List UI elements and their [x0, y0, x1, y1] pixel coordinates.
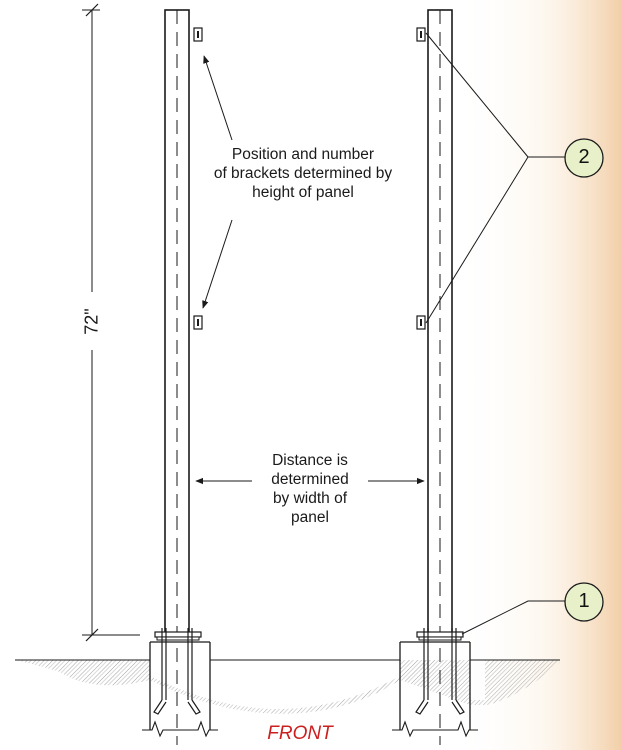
distance-note: Distance is determined by width of panel — [250, 451, 370, 527]
height-dimension-label: 72" — [81, 308, 102, 335]
callout-2-circle — [564, 138, 604, 178]
brackets-note-line-2: of brackets determined by — [213, 165, 393, 182]
callout-1-leader — [461, 600, 565, 635]
distance-note-line-4: panel — [291, 509, 329, 526]
background-tint — [455, 0, 621, 750]
brackets-note: Position and number of brackets determin… — [208, 145, 398, 202]
callout-2-leader-top — [425, 32, 529, 158]
bracket-arrow-bottom — [202, 219, 233, 309]
callout-1-circle — [564, 582, 604, 622]
bracket-arrow-top — [203, 55, 233, 141]
brackets-note-line-1: Position and number — [231, 146, 375, 163]
distance-note-line-1: Distance is — [272, 452, 348, 469]
callout-2-leader-bottom — [425, 156, 529, 324]
distance-note-line-3: by width of — [272, 490, 348, 507]
callout-1-number: 1 — [578, 590, 590, 612]
callout-2-number: 2 — [578, 146, 590, 168]
distance-note-line-2: determined — [271, 471, 349, 488]
brackets-note-line-3: height of panel — [252, 184, 354, 201]
height-dimension — [82, 3, 140, 642]
right-post — [392, 9, 478, 745]
front-label: FRONT — [267, 723, 333, 744]
left-post — [142, 9, 218, 745]
